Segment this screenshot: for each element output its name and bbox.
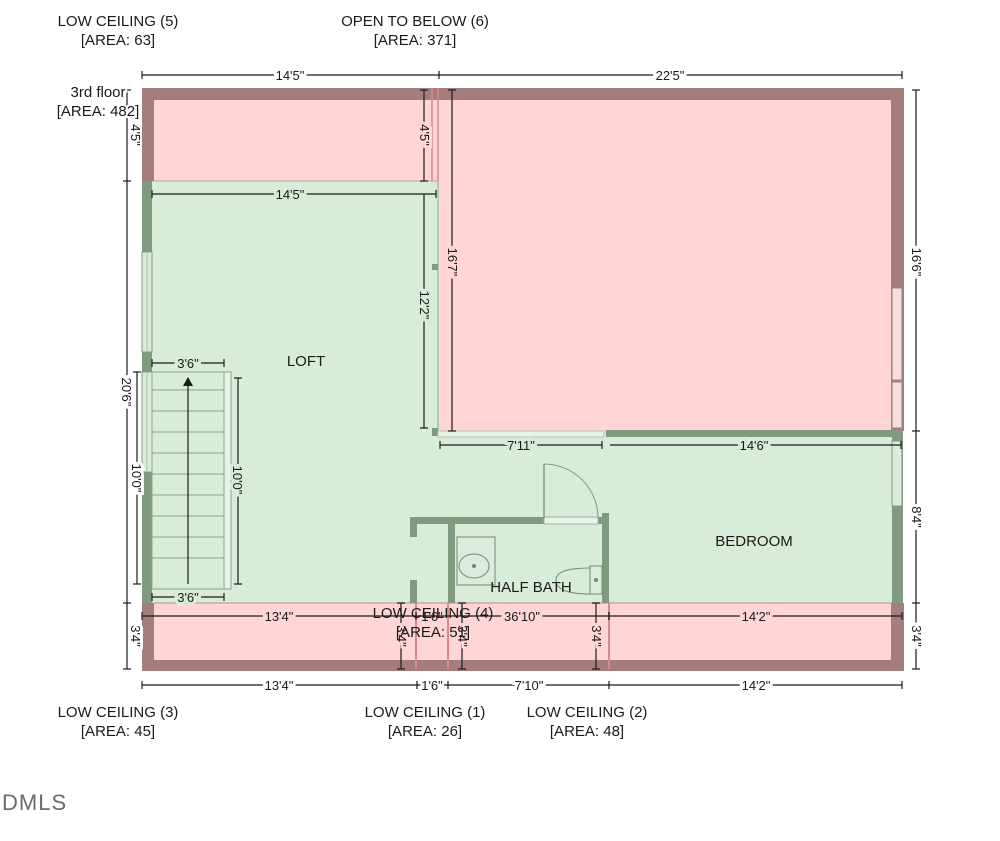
sink	[456, 536, 496, 586]
dim-top-right: 22'5"	[656, 68, 685, 83]
area-low-ceiling-1-area: [AREA: 26]	[388, 723, 462, 740]
stub-wall-2	[432, 428, 438, 436]
dim-mid-36-10: 36'10"	[504, 609, 540, 624]
area-low-ceiling-3-name: LOW CEILING (3)	[58, 704, 179, 721]
area-open-to-below-area: [AREA: 371]	[374, 32, 457, 49]
dim-loft-width: 14'5"	[276, 187, 305, 202]
area-floor-area: [AREA: 482]	[57, 103, 140, 120]
dim-mid-13-4: 13'4"	[265, 609, 294, 624]
area-low-ceiling-2-area: [AREA: 48]	[550, 723, 624, 740]
outer-wall-right-lower	[891, 603, 904, 671]
dim-inner-16-7: 16'7"	[445, 248, 460, 277]
dim-top-left: 14'5"	[276, 68, 305, 83]
dim-mid-14-2: 14'2"	[742, 609, 771, 624]
area-low-ceiling-4-name: LOW CEILING (4)	[373, 605, 494, 622]
bath-wall-left	[410, 517, 417, 537]
bath-wall-inner	[448, 517, 455, 603]
dim-bot-1-6: 1'6"	[421, 678, 443, 693]
dim-stair-len: 10'0"	[230, 466, 245, 495]
dim-left-top: 4'5"	[128, 124, 143, 146]
window-right-3	[891, 440, 903, 507]
bath-door-panel	[543, 516, 599, 525]
dimension-lines	[123, 71, 920, 689]
window-right-2	[891, 381, 903, 429]
outer-wall-bottom	[142, 660, 904, 671]
mls-watermark: DMLS	[2, 790, 67, 815]
dim-low-3-4-a: 3'4"	[394, 625, 409, 647]
dim-bot-13-4: 13'4"	[265, 678, 294, 693]
outer-wall-left-upper	[142, 88, 154, 181]
area-low-ceiling-5-area: [AREA: 63]	[81, 32, 155, 49]
area-low-ceiling-2-name: LOW CEILING (2)	[527, 704, 648, 721]
dim-right-top: 16'6"	[909, 248, 924, 277]
dim-right-bottom: 3'4"	[909, 625, 924, 647]
bedroom-wall-right	[892, 431, 903, 603]
room-label-loft: LOFT	[287, 353, 325, 370]
low-ceiling-5-area	[142, 90, 438, 181]
door-swing	[543, 463, 599, 519]
dim-low-3-4-b: 3'4"	[455, 625, 470, 647]
outer-wall-top	[142, 88, 904, 100]
dim-right-mid: 8'4"	[909, 506, 924, 528]
dim-left-stair: 10'0"	[129, 464, 144, 493]
area-open-to-below-name: OPEN TO BELOW (6)	[341, 13, 489, 30]
area-low-ceiling-3-area: [AREA: 45]	[81, 723, 155, 740]
dim-stair-bottom: 3'6"	[177, 590, 199, 605]
window-right-1	[891, 287, 903, 381]
low-ceiling-bottom-area	[142, 603, 901, 669]
dim-bot-14-2: 14'2"	[742, 678, 771, 693]
bedroom-wall-top	[606, 430, 902, 437]
dim-left-main: 20'6"	[119, 378, 134, 407]
dim-low-1-6: 1'6"	[421, 609, 443, 624]
stair-arrow-icon	[183, 377, 193, 386]
outer-wall-left-lower	[142, 603, 154, 671]
bath-wall-right	[602, 513, 609, 603]
window-hall	[437, 430, 605, 438]
open-to-below-area	[438, 90, 901, 431]
room-label-half-bath: HALF BATH	[490, 579, 571, 596]
area-floor-name: 3rd floor	[70, 84, 125, 101]
bath-wall-left-2	[410, 580, 417, 603]
stub-wall	[432, 264, 438, 270]
room-label-bedroom: BEDROOM	[715, 533, 793, 550]
bedroom-area	[606, 431, 901, 603]
dim-low-3-4-c: 3'4"	[589, 625, 604, 647]
bath-wall-top	[410, 517, 606, 524]
dim-hall-7-11: 7'11"	[507, 438, 535, 453]
dim-bed-14-6: 14'6"	[740, 438, 769, 453]
area-low-ceiling-5-name: LOW CEILING (5)	[58, 13, 179, 30]
staircase	[151, 371, 232, 590]
dim-stair-top: 3'6"	[177, 356, 199, 371]
area-low-ceiling-4-area: [AREA: 51]	[396, 624, 470, 641]
dim-left-bottom: 3'4"	[128, 625, 143, 647]
area-low-ceiling-1-name: LOW CEILING (1)	[365, 704, 486, 721]
dim-bot-7-10: 7'10"	[515, 678, 544, 693]
dim-inner-12-2: 12'2"	[417, 291, 432, 320]
dim-inner-4-5: 4'5"	[417, 124, 432, 146]
